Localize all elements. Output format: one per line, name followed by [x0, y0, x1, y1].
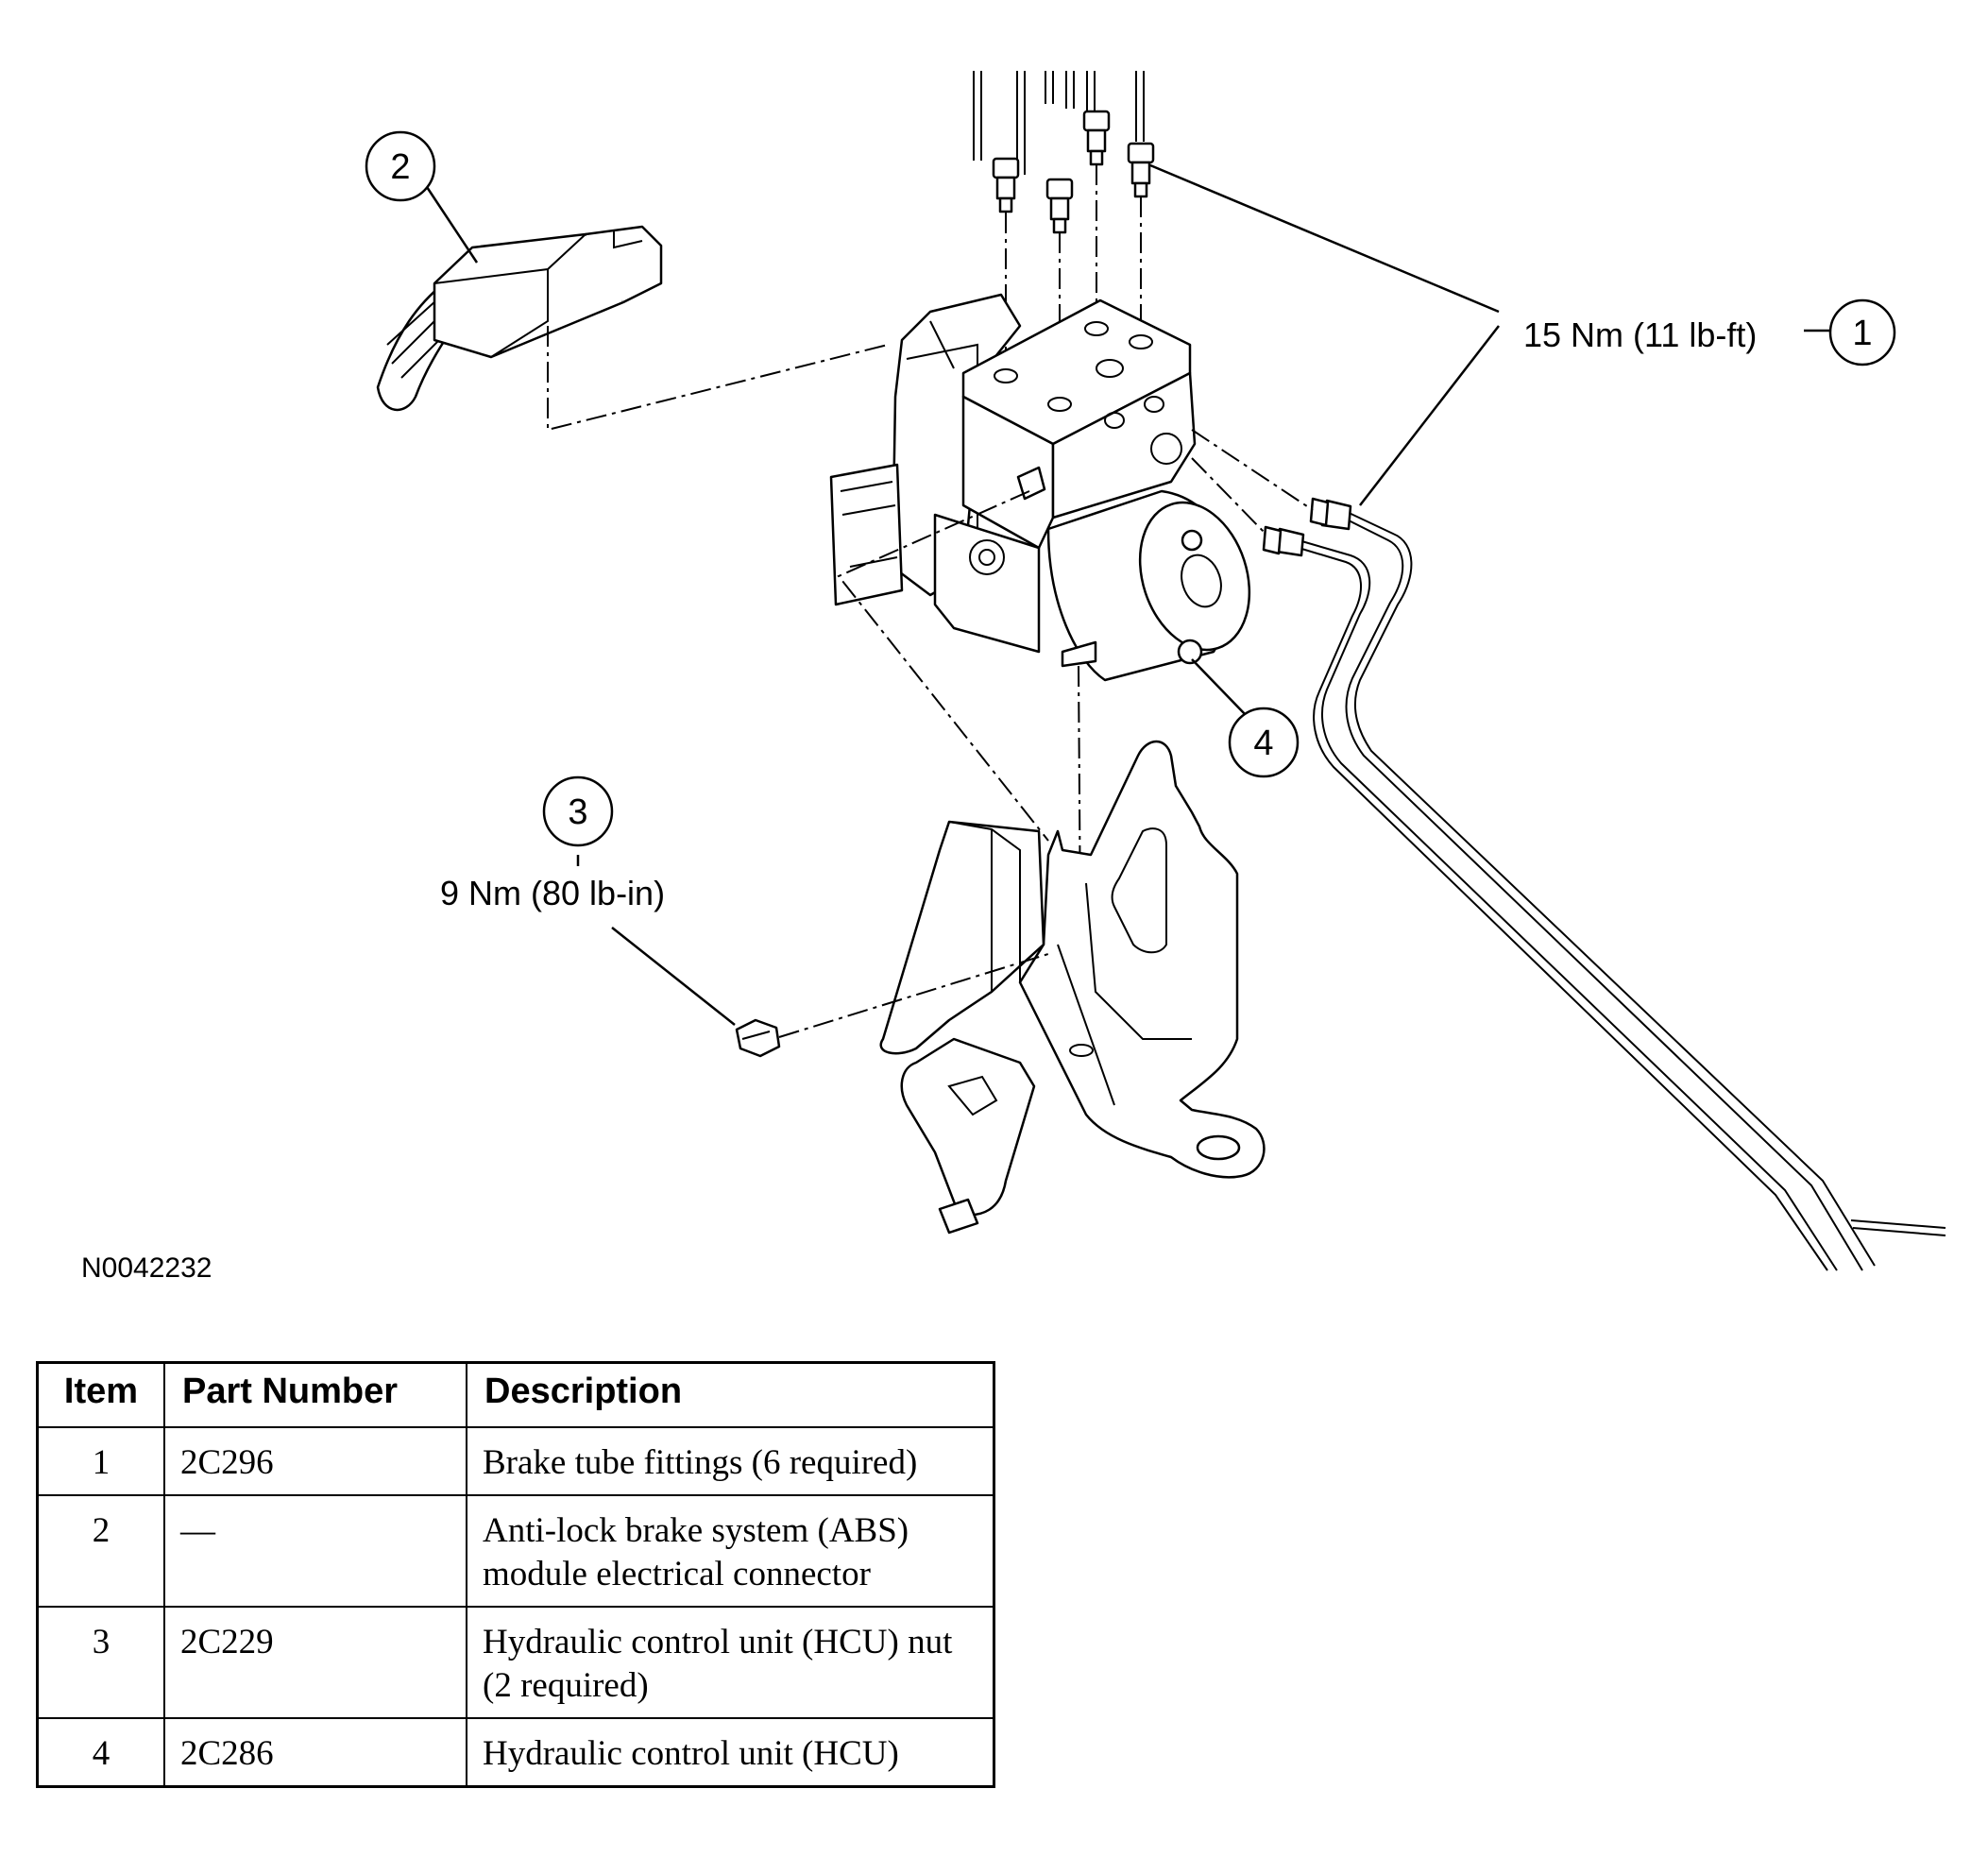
table-row: 1 2C296 Brake tube fittings (6 required) [36, 1426, 995, 1496]
mounting-bracket [879, 740, 1266, 1235]
fitting-2 [1045, 178, 1074, 234]
table-header-row: Item Part Number Description [36, 1361, 995, 1428]
row-description: Anti-lock brake system (ABS) module elec… [466, 1494, 995, 1608]
row-item: 2 [36, 1494, 165, 1608]
callout-3-number: 3 [568, 792, 587, 832]
callout-2-number: 2 [390, 147, 410, 187]
hcu-module [829, 293, 1251, 1059]
row-part-number: 2C286 [163, 1717, 467, 1788]
callout-2: 2 [365, 130, 436, 202]
parts-legend-table: Item Part Number Description 1 2C296 Bra… [36, 1361, 995, 1788]
callout-1-torque: 15 Nm (11 lb-ft) [1523, 315, 1757, 354]
row-item: 3 [36, 1606, 165, 1719]
row-part-number: 2C229 [163, 1606, 467, 1719]
row-part-number: 2C296 [163, 1426, 467, 1496]
brake-tube-fittings [992, 110, 1155, 401]
header-item: Item [36, 1361, 165, 1428]
stud-alignment-line [837, 490, 1049, 842]
abs-electrical-connector [376, 225, 889, 432]
callout-1: 1 15 Nm (11 lb-ft) [1523, 298, 1896, 366]
leader-lines [425, 163, 1830, 1026]
callout-3: 3 9 Nm (80 lb-in) [440, 775, 665, 912]
fitting-4 [1127, 142, 1155, 198]
row-description: Brake tube fittings (6 required) [466, 1426, 995, 1496]
row-part-number: — [163, 1494, 467, 1608]
fitting-3 [1082, 110, 1111, 166]
row-item: 1 [36, 1426, 165, 1496]
upper-brake-tubes [973, 71, 1145, 175]
row-item: 4 [36, 1717, 165, 1788]
right-brake-tubes [1191, 429, 1946, 1271]
table-row: 3 2C229 Hydraulic control unit (HCU) nut… [36, 1606, 995, 1719]
header-part-number: Part Number [163, 1361, 467, 1428]
fitting-1 [992, 157, 1020, 213]
callout-4-number: 4 [1253, 724, 1273, 763]
row-description: Hydraulic control unit (HCU) [466, 1717, 995, 1788]
callout-4: 4 [1228, 707, 1300, 778]
header-description: Description [466, 1361, 995, 1428]
table-row: 2 — Anti-lock brake system (ABS) module … [36, 1494, 995, 1608]
callout-1-number: 1 [1852, 314, 1872, 353]
figure-id: N0042232 [81, 1252, 212, 1284]
callout-3-torque: 9 Nm (80 lb-in) [440, 874, 665, 912]
table-row: 4 2C286 Hydraulic control unit (HCU) [36, 1717, 995, 1788]
row-description: Hydraulic control unit (HCU) nut (2 requ… [466, 1606, 995, 1719]
hcu-nut [735, 953, 1049, 1058]
